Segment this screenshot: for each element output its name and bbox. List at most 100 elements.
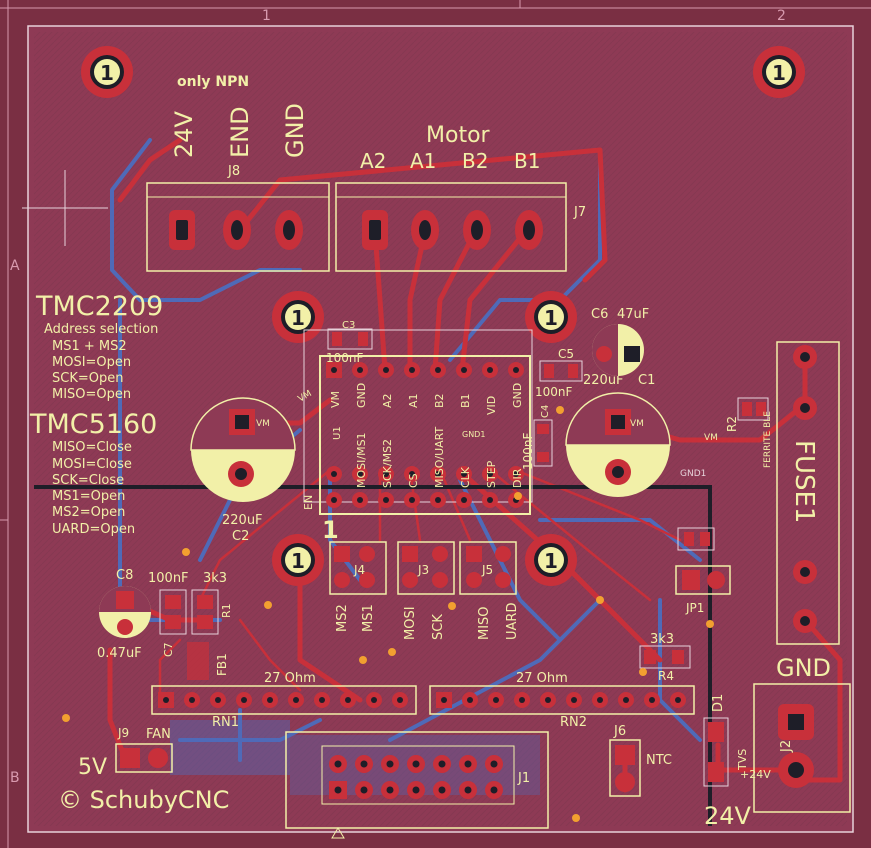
svg-text:MOSI=Open: MOSI=Open <box>52 355 131 370</box>
j1-pad-hole <box>438 760 446 768</box>
rn-pad-hole <box>467 697 473 703</box>
rn-pad-hole <box>371 697 377 703</box>
module-bottom-pin: CLK <box>456 466 472 508</box>
rn-pad-hole <box>163 697 169 703</box>
svg-text:UARD: UARD <box>505 603 520 640</box>
svg-text:FERRITE BLE: FERRITE BLE <box>763 411 773 468</box>
connector-j2-power: J2 +24V GND 24V <box>704 654 851 830</box>
svg-text:J5: J5 <box>481 563 493 577</box>
capacitor-c4: 100nF C4 <box>521 405 553 470</box>
svg-text:1: 1 <box>291 306 305 330</box>
svg-text:Address selection: Address selection <box>44 322 158 337</box>
diode-d1: D1 TVS <box>703 694 749 787</box>
ferrite-fb1: FB1 <box>187 642 229 680</box>
svg-text:D1: D1 <box>711 694 726 712</box>
svg-text:J3: J3 <box>417 563 429 577</box>
module-bottom-pin-label: STEP <box>485 460 498 488</box>
svg-text:SCK: SCK <box>431 614 446 640</box>
module-gnd1-label: GND1 <box>462 430 485 439</box>
j8-label-gnd: GND <box>281 103 309 158</box>
module-bottom-pin-label: MISO/UART <box>433 426 446 488</box>
tmc2209-title: TMC2209 <box>35 291 163 322</box>
svg-text:100nF: 100nF <box>521 432 535 470</box>
module-top-pin-label: A2 <box>381 393 394 408</box>
svg-text:GND: GND <box>776 654 831 682</box>
svg-text:J9: J9 <box>117 726 129 740</box>
svg-text:1: 1 <box>291 549 305 573</box>
svg-text:+24V: +24V <box>740 768 771 781</box>
mounting-holes: 1 1 1 1 1 1 <box>81 46 805 586</box>
rn-pad-hole <box>397 697 403 703</box>
j1-pad-hole <box>438 786 446 794</box>
rn-pad-hole <box>493 697 499 703</box>
svg-text:C5: C5 <box>558 347 574 361</box>
j1-pad-hole <box>360 760 368 768</box>
net-label-gnd1: GND1 <box>680 469 706 479</box>
j7-label-a1: A1 <box>410 149 436 173</box>
svg-text:MOSI: MOSI <box>403 606 418 640</box>
svg-text:SCK=Open: SCK=Open <box>52 371 123 386</box>
module-top-pin: B1 <box>456 362 472 408</box>
rn-pad-hole <box>267 697 273 703</box>
module-top-pin: VM <box>326 362 342 408</box>
svg-text:0.47uF: 0.47uF <box>97 646 142 661</box>
svg-text:1: 1 <box>544 549 558 573</box>
svg-text:27 Ohm: 27 Ohm <box>264 671 316 686</box>
j1-pad-hole <box>334 760 342 768</box>
svg-text:TVS: TVS <box>736 749 749 771</box>
module-bottom-pin: CS <box>404 466 420 508</box>
svg-text:C7: C7 <box>162 642 175 657</box>
svg-text:FAN: FAN <box>146 727 171 742</box>
module-top-pin-label: GND <box>355 383 368 408</box>
svg-text:FB1: FB1 <box>215 653 229 676</box>
svg-text:220uF: 220uF <box>222 513 263 528</box>
module-bottom-pin: EN <box>302 466 342 510</box>
module-top-pin-label: B1 <box>459 393 472 408</box>
j1-pad-hole <box>360 786 368 794</box>
svg-text:UARD=Open: UARD=Open <box>52 522 135 537</box>
j1-pad-hole <box>490 760 498 768</box>
tmc5160-notes: MISO=Close MOSI=Close SCK=Close MS1=Open… <box>52 440 135 537</box>
svg-text:C8: C8 <box>116 568 133 583</box>
frame-column-1: 1 <box>262 8 271 24</box>
svg-text:24V: 24V <box>704 802 752 830</box>
resistor-r1: 3k3 R1 <box>191 571 233 635</box>
connector-j6-ntc: J6 NTC <box>609 724 672 797</box>
svg-text:J1: J1 <box>517 771 530 786</box>
module-top-pin: A2 <box>378 362 394 408</box>
j1-pad-hole <box>490 786 498 794</box>
module-pin1-label: 1 <box>322 516 339 544</box>
rn-pad-hole <box>571 697 577 703</box>
svg-text:MS1 + MS2: MS1 + MS2 <box>52 339 127 354</box>
module-bottom-pin: SCK/MS2 <box>378 439 394 508</box>
capacitor-c1: 220uF C1 VM <box>565 373 671 497</box>
tmc5160-title: TMC5160 <box>29 409 157 440</box>
svg-text:FUSE1: FUSE1 <box>789 440 819 523</box>
svg-text:MISO=Close: MISO=Close <box>52 440 132 455</box>
module-bottom-pin: MOSI/MS1 <box>352 432 368 508</box>
svg-text:100nF: 100nF <box>326 351 364 365</box>
svg-text:MS2=Open: MS2=Open <box>52 505 125 520</box>
j1-pad-hole <box>386 786 394 794</box>
svg-text:MS1: MS1 <box>361 604 376 632</box>
j1-pad-hole <box>464 760 472 768</box>
rn-pad-hole <box>189 697 195 703</box>
j1-pad-hole <box>464 786 472 794</box>
svg-text:RN2: RN2 <box>560 715 587 730</box>
svg-text:3k3: 3k3 <box>203 571 227 586</box>
module-top-pin-label: B2 <box>433 393 446 408</box>
svg-text:MS1=Open: MS1=Open <box>52 489 125 504</box>
module-top-pin-label: GND <box>511 383 524 408</box>
svg-text:J6: J6 <box>613 724 626 739</box>
module-top-pin-label: VM <box>329 391 342 408</box>
connector-j9-fan: J9 FAN 5V <box>78 726 173 780</box>
module-top-pin: GND <box>508 362 524 408</box>
j1-pad-hole <box>386 760 394 768</box>
vias <box>62 406 714 822</box>
rn-pad-hole <box>319 697 325 703</box>
mounting-hole-br: 1 <box>525 534 577 586</box>
frame-row-a: A <box>10 258 20 274</box>
module-bottom-pin-label: DIR <box>511 468 524 488</box>
